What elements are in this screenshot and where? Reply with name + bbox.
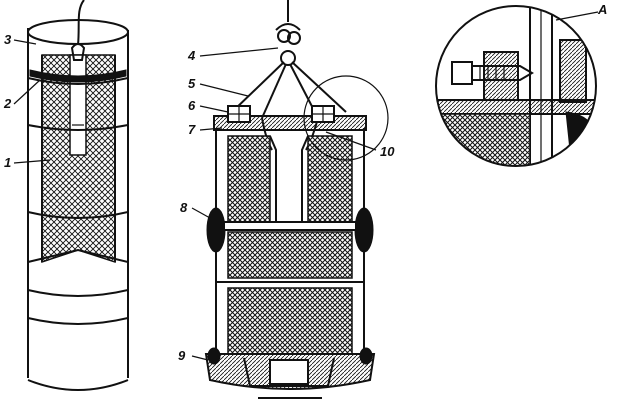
- ring-band: [29, 69, 127, 83]
- leader-3: [13, 39, 37, 45]
- middle-mesh: [227, 231, 353, 279]
- callout-labels: 3 2 1 4 5 6 7 8 9 10 A: [3, 2, 607, 363]
- eyelet-upper: [277, 29, 291, 43]
- band-seam-5: [27, 317, 129, 325]
- inner-tube: [69, 54, 87, 156]
- upper-mesh-right: [307, 135, 353, 223]
- detail-frame: [435, 5, 597, 167]
- callout-10: 10: [380, 144, 395, 159]
- bottom-inner: [243, 357, 335, 387]
- callout-6: 6: [188, 98, 196, 113]
- leader-7: [199, 127, 223, 131]
- band-seam-4: [27, 289, 129, 297]
- leader-a: [555, 11, 599, 21]
- sling-right-outer: [291, 61, 347, 113]
- leader-4: [199, 47, 279, 57]
- left-cylinder-assembly: [13, 0, 129, 391]
- sling-left-outer: [231, 61, 285, 113]
- callout-a: A: [597, 2, 607, 17]
- callout-5: 5: [188, 76, 196, 91]
- leader-8: [191, 207, 211, 219]
- leader-5: [199, 83, 249, 97]
- detail-screw-head: [451, 61, 473, 85]
- band-seam-1: [27, 77, 129, 85]
- band-seam-2: [27, 124, 129, 131]
- detail-screw-thread: [479, 66, 505, 80]
- callout-1: 1: [4, 155, 11, 170]
- gasket-left: [206, 207, 226, 253]
- sling-left-inner: [261, 63, 287, 119]
- rope-left: [77, 0, 85, 46]
- band-seam-3: [27, 211, 129, 219]
- cylinder-bottom-edge: [27, 379, 129, 391]
- detail-screw-shank: [471, 65, 534, 81]
- eyelet-lower: [280, 50, 296, 66]
- divider-plate: [223, 221, 357, 231]
- cut-bottom-line: [27, 248, 129, 263]
- detail-a-marker: [303, 75, 389, 161]
- gasket-right: [354, 207, 374, 253]
- leader-9: [191, 355, 209, 361]
- leader-6: [199, 105, 229, 113]
- lower-mesh: [227, 287, 353, 355]
- callout-8: 8: [180, 200, 188, 215]
- cup-seal-right: [359, 347, 373, 365]
- rope-clip: [70, 43, 86, 61]
- callout-7: 7: [188, 122, 196, 137]
- callout-9: 9: [178, 348, 186, 363]
- bottom-plug: [269, 359, 309, 385]
- cup-seal-left: [207, 347, 221, 365]
- leader-10: [325, 131, 377, 151]
- center-container-assembly: [191, 0, 389, 399]
- leader-1: [13, 159, 51, 164]
- hook-loop: [275, 23, 301, 31]
- detail-block: [483, 51, 519, 101]
- callout-4: 4: [187, 48, 196, 63]
- detail-a-enlargement: [435, 5, 599, 167]
- eyelet-mid: [287, 31, 301, 45]
- detail-clamp: [559, 39, 587, 103]
- detail-mesh: [436, 113, 531, 166]
- callout-3: 3: [4, 32, 12, 47]
- center-channel: [269, 135, 309, 222]
- upper-mesh-left: [227, 135, 271, 223]
- callout-2: 2: [3, 96, 12, 111]
- leader-2: [13, 79, 41, 105]
